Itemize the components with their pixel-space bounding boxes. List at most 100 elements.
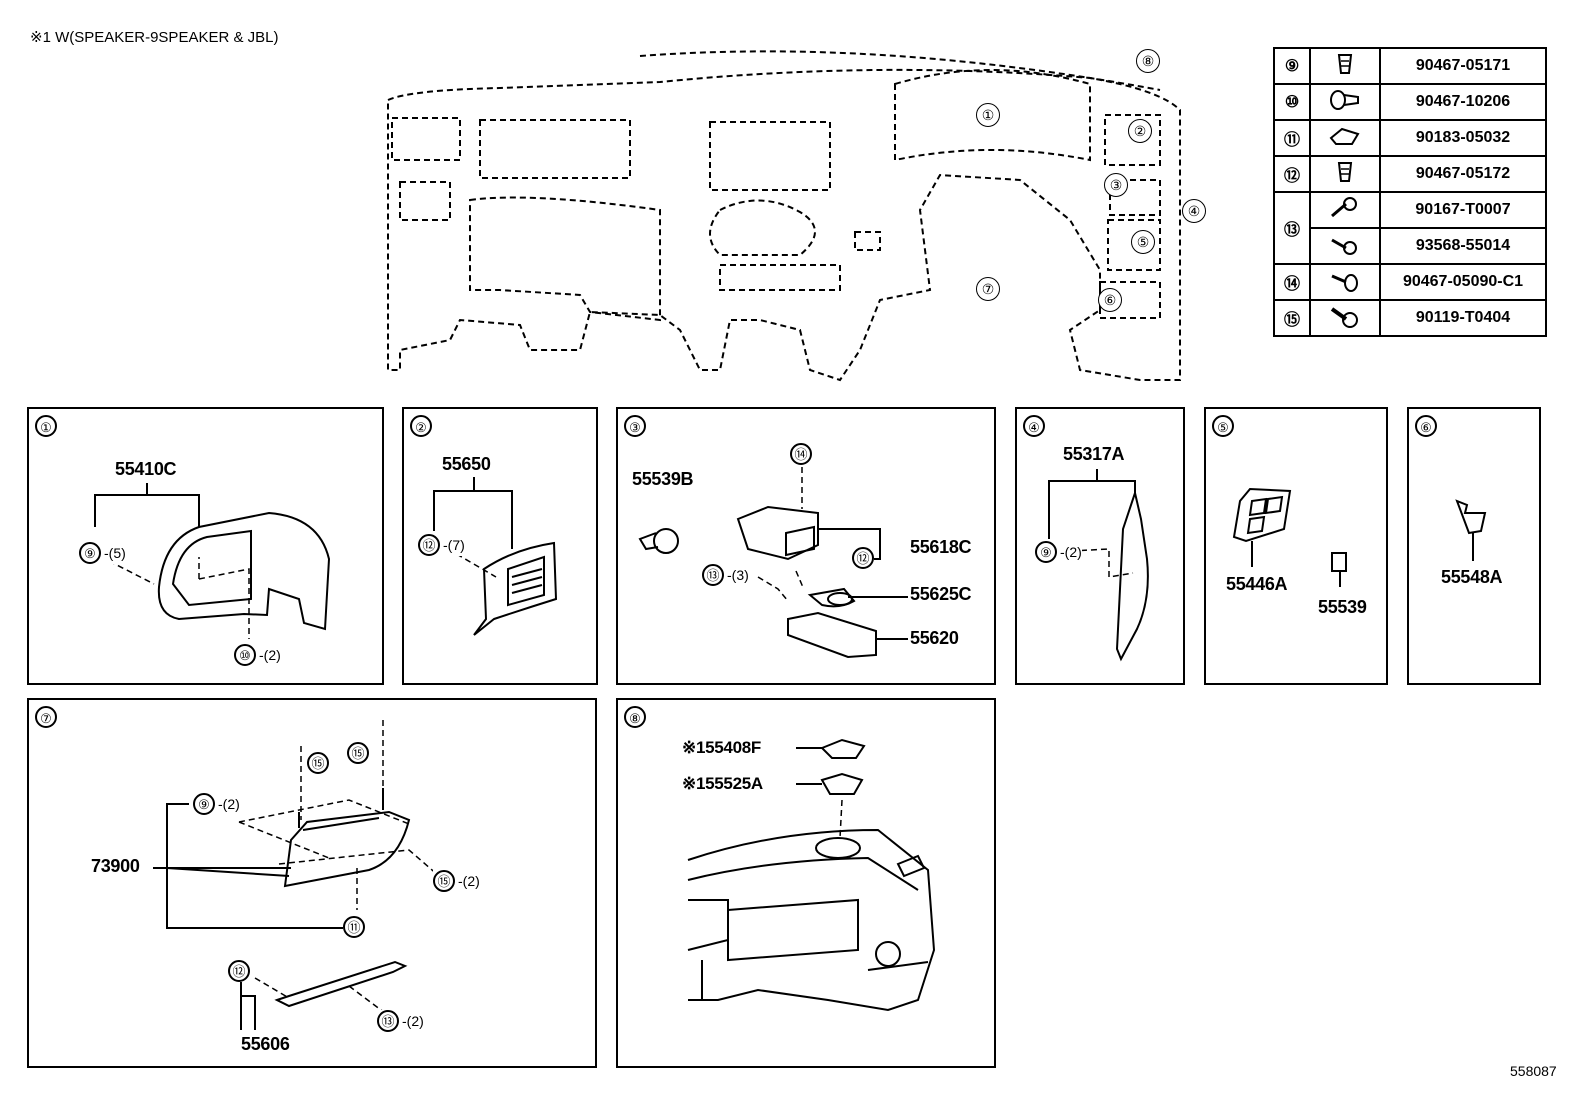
legend-part-number: 93568-55014 (1379, 227, 1547, 265)
switch-bezel-drawing (1455, 499, 1487, 561)
overview-marker-4: ④ (1182, 199, 1206, 223)
callout-qty: -(5) (104, 545, 126, 561)
callout-num: ⑩ (234, 644, 256, 666)
callout-num: ⑮ (433, 870, 455, 892)
callout-num: ⑪ (343, 916, 365, 938)
callout-14: ⑭ (790, 443, 812, 465)
callout-num: ⑮ (307, 752, 329, 774)
part-number-a: 55539B (632, 469, 694, 489)
legend-num: ⑭ (1273, 263, 1311, 301)
panel-title: ③ (624, 415, 646, 437)
callout-num: ⑬ (702, 564, 724, 586)
clip-icon (1309, 83, 1381, 121)
part-number-b: 55618C (910, 537, 972, 557)
switch-assembly-drawing (1232, 487, 1347, 587)
legend-num: ⑪ (1273, 119, 1311, 157)
legend-num: ⑩ (1273, 83, 1311, 121)
legend-part-number: 90119-T0404 (1379, 299, 1547, 337)
callout-qty: -(2) (218, 796, 240, 812)
callout-9: ⑨-(2) (1035, 541, 1082, 563)
panel-title: ⑦ (35, 706, 57, 728)
part-number: 55317A (1063, 444, 1125, 464)
panel-8: ⑧ ※155408F ※155525A (616, 698, 996, 1068)
panel-6: ⑥ 55548A (1407, 407, 1541, 685)
screw-icon (1309, 227, 1381, 265)
cluster-finish-panel-drawing (94, 483, 331, 639)
clip-icon (1309, 47, 1381, 85)
legend-num: ⑮ (1273, 299, 1311, 337)
callout-12: ⑫ (852, 547, 874, 569)
legend-row: ⑪ 90183-05032 (1273, 119, 1547, 157)
callout-qty: -(2) (259, 647, 281, 663)
bolt-icon (1309, 299, 1381, 337)
callout-qty: -(2) (458, 873, 480, 889)
part-number-a: 73900 (91, 856, 140, 876)
panel-title: ④ (1023, 415, 1045, 437)
overview-marker-2: ② (1128, 119, 1152, 143)
legend-row: ⑫ 90467-05172 (1273, 155, 1547, 193)
callout-qty: -(3) (727, 567, 749, 583)
panel-2: ② 55650 ⑫-(7) (402, 407, 598, 685)
clip-icon (1309, 119, 1381, 157)
legend-num: ⑫ (1273, 155, 1311, 193)
callout-num: ⑨ (1035, 541, 1057, 563)
part-number-b: 55539 (1318, 597, 1367, 617)
side-panel-drawing (1048, 469, 1149, 662)
callout-qty: -(7) (443, 537, 465, 553)
callout-13: ⑬-(3) (702, 564, 749, 586)
callout-9: ⑨-(2) (193, 793, 240, 815)
overview-marker-1: ① (976, 103, 1000, 127)
panel-4: ④ 55317A ⑨-(2) (1015, 407, 1185, 685)
legend-part-number: 90167-T0007 (1379, 191, 1547, 229)
part-number: 55650 (442, 454, 491, 474)
panel-1: ① 55410C ⑨-(5) ⑩-(2) (27, 407, 384, 685)
callout-13: ⑬-(2) (377, 1010, 424, 1032)
callout-num: ⑮ (347, 742, 369, 764)
callout-15-a: ⑮ (307, 752, 329, 774)
callout-num: ⑫ (228, 960, 250, 982)
callout-num: ⑫ (852, 547, 874, 569)
part-number-a: ※155408F (682, 738, 761, 757)
legend-part-number: 90183-05032 (1379, 119, 1547, 157)
callout-num: ⑨ (79, 542, 101, 564)
dashboard-overview-drawing (387, 50, 1181, 382)
part-number-b: ※155525A (682, 774, 763, 793)
speaker-grille-drawing (687, 738, 936, 1012)
part-number: 55548A (1441, 567, 1503, 587)
panel-3: ③ 55539B 55618C 55625C 55620 ⑭ ⑫ ⑬-(3) (616, 407, 996, 685)
panel-title: ⑧ (624, 706, 646, 728)
callout-12: ⑫ (228, 960, 250, 982)
callout-qty: -(2) (402, 1013, 424, 1029)
legend-num: ⑬ (1273, 191, 1311, 265)
callout-11: ⑪ (343, 916, 365, 938)
callout-15-b: ⑮ (347, 742, 369, 764)
clip-icon (1309, 155, 1381, 193)
part-number-a: 55446A (1226, 574, 1288, 594)
callout-num: ⑨ (193, 793, 215, 815)
callout-9: ⑨-(5) (79, 542, 126, 564)
screw-icon (1309, 191, 1381, 229)
overview-marker-7: ⑦ (976, 277, 1000, 301)
callout-10: ⑩-(2) (234, 644, 281, 666)
callout-15-c: ⑮-(2) (433, 870, 480, 892)
clip-icon (1309, 263, 1381, 301)
panel-5: ⑤ 55446A 55539 (1204, 407, 1388, 685)
part-number: 55410C (115, 459, 177, 479)
switch-base-drawing (638, 467, 908, 659)
overview-marker-3: ③ (1104, 173, 1128, 197)
panel-title: ② (410, 415, 432, 437)
legend-part-number: 90467-10206 (1379, 83, 1547, 121)
legend-part-number: 90467-05171 (1379, 47, 1547, 85)
figure-number: 558087 (1510, 1063, 1557, 1079)
overview-marker-8: ⑧ (1136, 49, 1160, 73)
fastener-legend-table: ⑨ 90467-05171 ⑩ 90467-10206 ⑪ 90183-0503… (1273, 47, 1547, 337)
legend-row: ⑭ 90467-05090-C1 (1273, 263, 1547, 301)
speaker-note: ※1 W(SPEAKER-9SPEAKER & JBL) (30, 29, 279, 46)
callout-num: ⑬ (377, 1010, 399, 1032)
part-number-d: 55620 (910, 628, 959, 648)
legend-part-number: 90467-05172 (1379, 155, 1547, 193)
callout-num: ⑫ (418, 534, 440, 556)
callout-num: ⑭ (790, 443, 812, 465)
legend-num: ⑨ (1273, 47, 1311, 85)
legend-row: ⑬ 90167-T0007 (1273, 191, 1547, 265)
